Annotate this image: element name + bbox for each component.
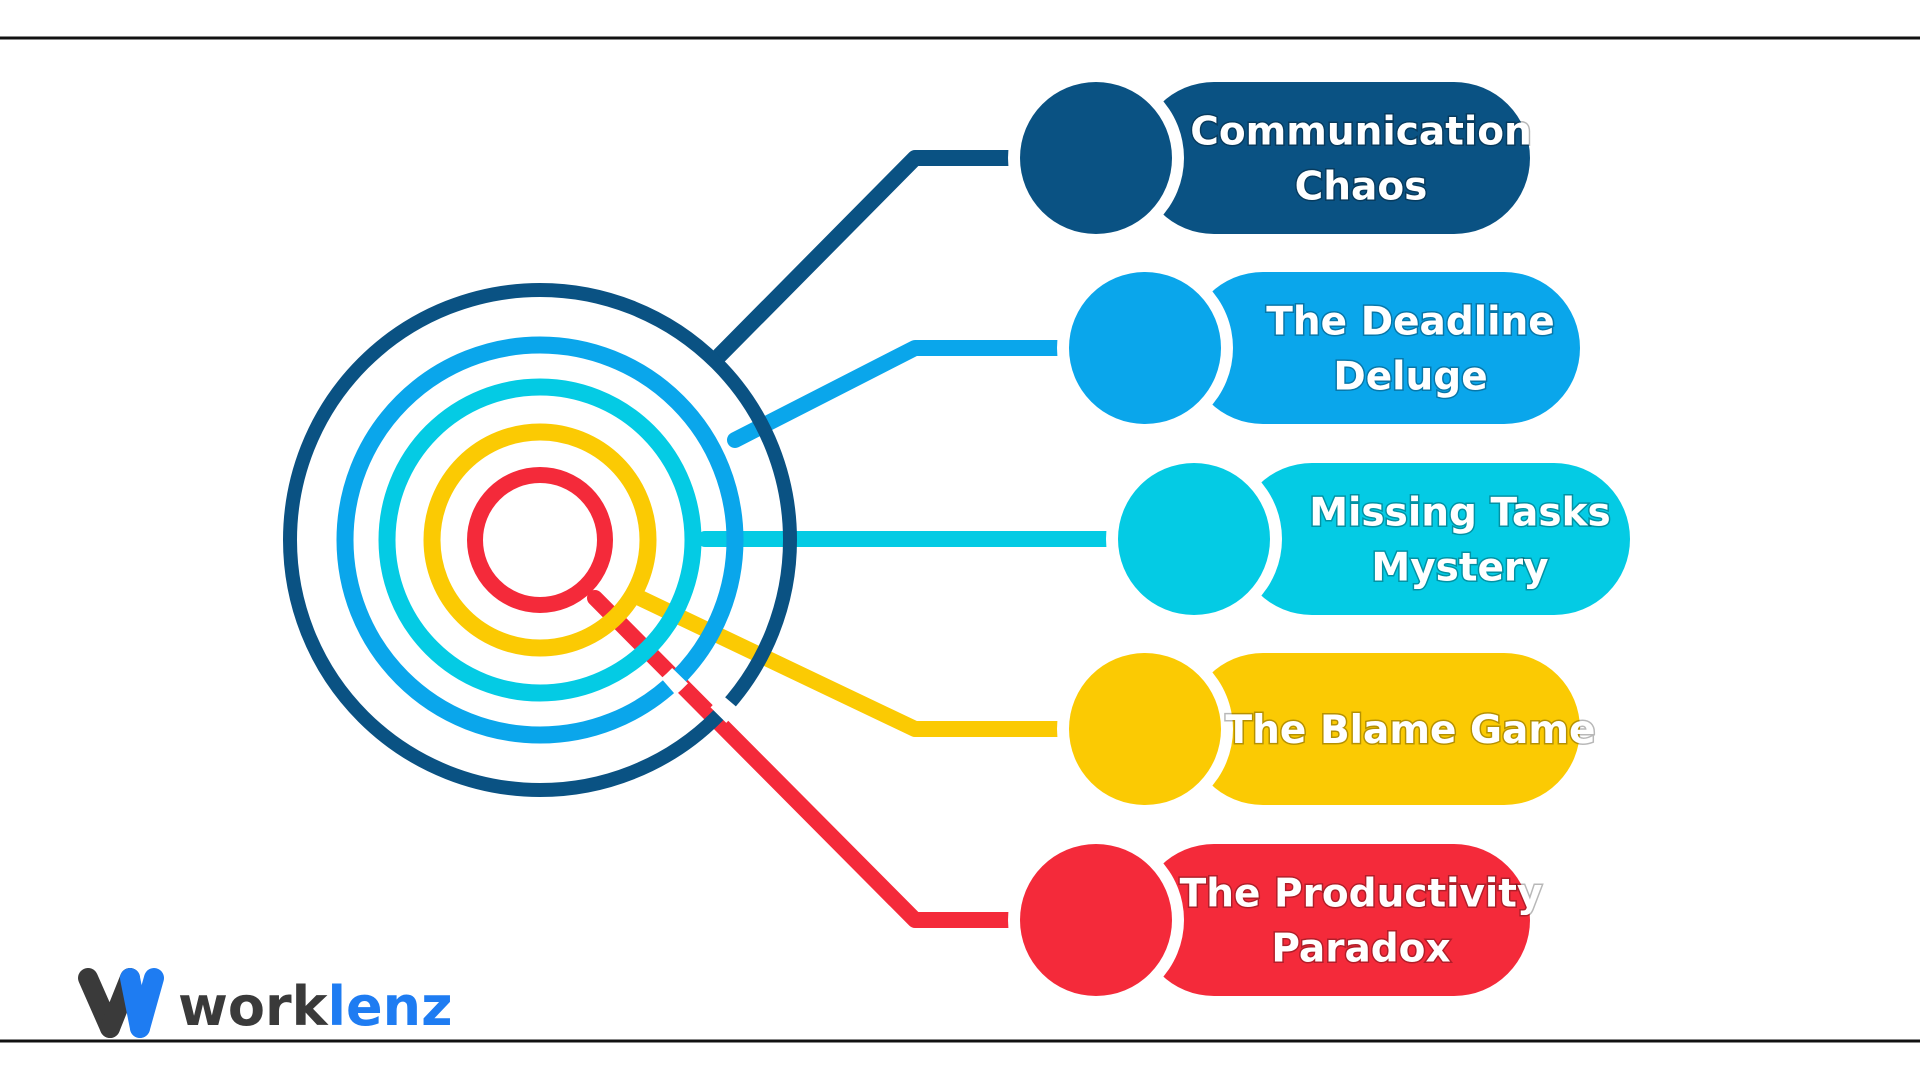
- connector-line: [632, 590, 1088, 737]
- brand-part-lenz: lenz: [328, 975, 453, 1038]
- pill-label-line: The Deadline: [1266, 300, 1554, 345]
- pill-dot: [1020, 82, 1172, 234]
- brand-wordmark: worklenz: [178, 975, 453, 1038]
- pill-label-line: Missing Tasks: [1309, 491, 1611, 536]
- pill-body: [1187, 653, 1580, 805]
- connector-line: [712, 150, 1038, 363]
- pill-body: [1138, 844, 1530, 996]
- pill-label-line: The Blame Game: [1226, 708, 1596, 753]
- target-ring: [378, 378, 702, 702]
- pill-label-line: Paradox: [1271, 927, 1450, 972]
- brand-part-work: work: [178, 975, 329, 1038]
- pill-label-line: The Productivity: [1180, 872, 1543, 917]
- connector-lines: [587, 150, 1138, 928]
- pill-label-line: Deluge: [1333, 355, 1487, 400]
- pill-dot: [1020, 844, 1172, 996]
- target-ring: [467, 467, 613, 613]
- pill-label-line: Mystery: [1371, 546, 1548, 591]
- pill-dot: [1118, 463, 1270, 615]
- pill-dot: [1069, 653, 1221, 805]
- target-rings: [279, 279, 801, 801]
- worklenz-w-logo-icon: [78, 968, 164, 1038]
- pill-body: [1187, 272, 1580, 424]
- pill-dot: [1069, 272, 1221, 424]
- target-ring: [423, 423, 657, 657]
- pill-body: [1138, 82, 1530, 234]
- brand-logo: worklenz: [78, 968, 453, 1038]
- pill-label: The Blame Game: [1226, 708, 1596, 753]
- pill-body: [1236, 463, 1630, 615]
- target-ring: [283, 283, 797, 797]
- pill-label-line: Communication: [1190, 110, 1532, 155]
- connector-line: [727, 340, 1088, 448]
- target-ring: [336, 336, 744, 744]
- topic-pill: The Blame Game: [1057, 641, 1597, 817]
- connector-line: [587, 590, 1038, 928]
- pill-label-line: Chaos: [1295, 165, 1428, 210]
